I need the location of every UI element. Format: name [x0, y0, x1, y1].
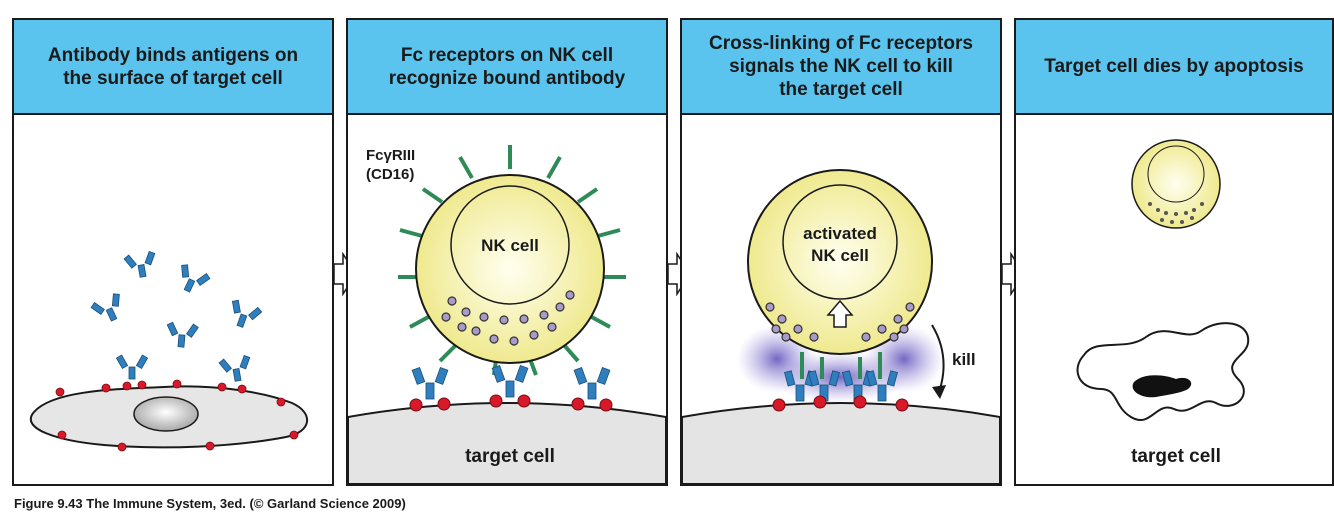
figure-caption: Figure 9.43 The Immune System, 3ed. (© G…	[14, 496, 406, 511]
panel-2-illustration: FcγRIII (CD16) NK cell	[348, 145, 666, 484]
bound-antibody-icon	[116, 354, 148, 380]
granules	[765, 302, 915, 342]
target-cell-label: target cell	[465, 446, 555, 467]
panel-apoptosis: Target cell dies by apoptosis target cel…	[1014, 18, 1334, 486]
kill-arrow-icon	[931, 324, 945, 390]
nk-cell-label: NK cell	[481, 236, 539, 255]
bound-antibody-icon	[573, 367, 611, 400]
antibody-icon	[224, 298, 264, 333]
panel-2-header: Fc receptors on NK cell recognize bound …	[348, 20, 666, 115]
nk-nucleus	[450, 185, 570, 305]
antibody-icon	[89, 291, 129, 327]
antibody-icon	[172, 262, 212, 298]
up-arrow-icon	[826, 299, 854, 328]
bound-antibody-icon	[218, 354, 254, 384]
kill-label: kill	[952, 350, 976, 369]
activated-nk-cell	[747, 169, 933, 355]
bound-antibody-icon	[411, 367, 449, 400]
activated-nk-label: activated	[803, 224, 877, 243]
panel-4-header: Target cell dies by apoptosis	[1016, 20, 1332, 115]
panel-1-illustration	[29, 250, 309, 452]
antigen-dots	[55, 379, 299, 452]
antibody-icon	[123, 250, 159, 280]
panel-antibody-binding: Antibody binds antigens on the surface o…	[12, 18, 334, 486]
antigen-dots	[409, 394, 613, 412]
activated-nk-label-2: NK cell	[811, 246, 869, 265]
panel-cross-linking: Cross-linking of Fc receptors signals th…	[680, 18, 1002, 486]
dying-target-cell	[1076, 322, 1250, 421]
condensed-nucleus	[1132, 375, 1192, 398]
receptor-label: FcγRIII	[366, 147, 415, 164]
antibody-icon	[165, 321, 199, 349]
nucleus	[133, 396, 199, 432]
bound-antibody-icon	[491, 365, 529, 398]
panel-fc-receptors: Fc receptors on NK cell recognize bound …	[346, 18, 668, 486]
nk-cell	[1131, 139, 1221, 229]
target-cell	[682, 402, 1000, 484]
target-cell-label: target cell	[1131, 446, 1221, 467]
panel-3-header: Cross-linking of Fc receptors signals th…	[682, 20, 1000, 115]
kill-arrowhead-icon	[932, 385, 946, 399]
panel-4-illustration: target cell	[1076, 139, 1250, 467]
panel-1-header: Antibody binds antigens on the surface o…	[14, 20, 332, 115]
nk-nucleus	[782, 184, 898, 300]
nk-cell	[415, 174, 605, 364]
receptor-label-cd16: (CD16)	[366, 166, 414, 183]
nk-nucleus	[1147, 145, 1205, 203]
granule-release-glow	[770, 351, 910, 403]
fc-receptors	[800, 352, 882, 379]
granules	[441, 290, 575, 346]
panel-3-illustration: activated NK cell kill	[682, 169, 1000, 484]
granules	[1148, 202, 1204, 224]
antigen-dots	[772, 395, 909, 412]
target-cell	[348, 402, 666, 484]
